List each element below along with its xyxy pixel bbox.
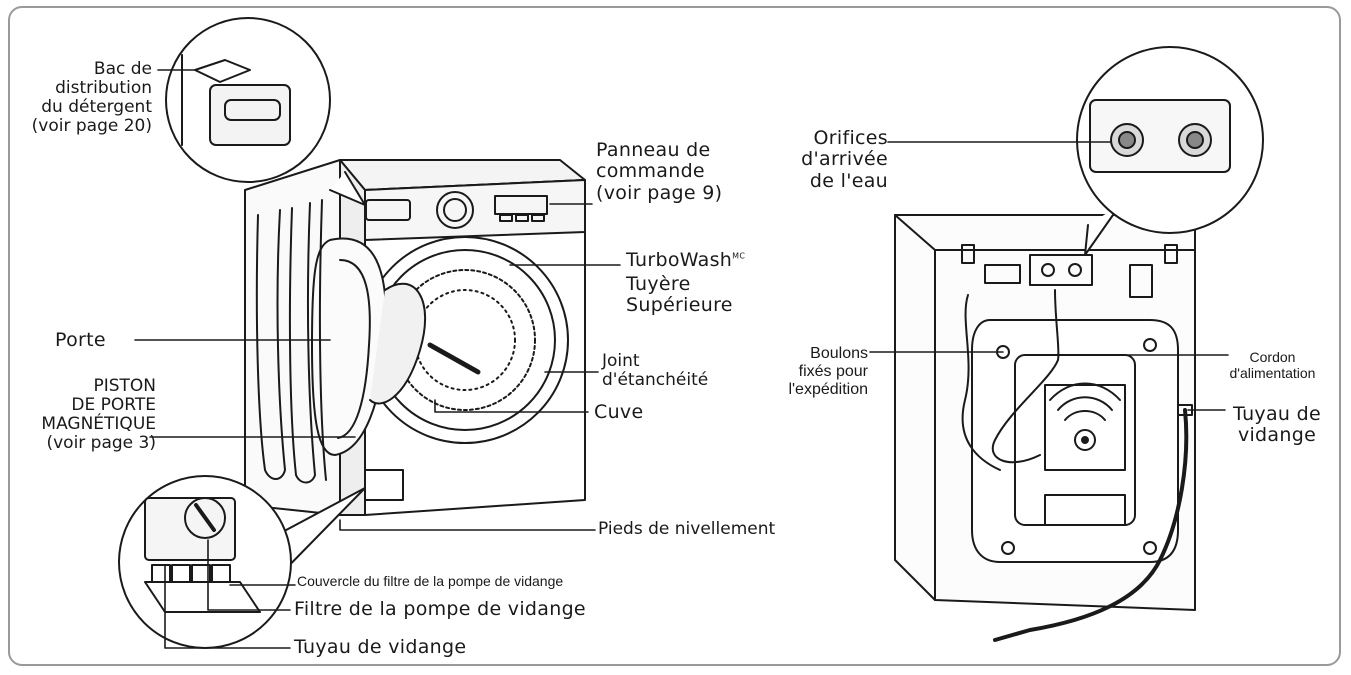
detergent-callout <box>165 17 366 206</box>
water-inlet-panel <box>1029 254 1093 286</box>
label-magnetic-piston: PISTON DE PORTE MAGNÉTIQUE (voir page 3) <box>41 376 156 454</box>
label-turbowash: TurboWashMC <box>626 249 786 271</box>
label-turbowash-text: TurboWash <box>626 249 733 271</box>
power-cord <box>991 289 1060 464</box>
front-washer <box>244 159 586 516</box>
label-drain-filter: Filtre de la pompe de vidange <box>294 598 586 620</box>
label-drain-hose-front: Tuyau de vidange <box>294 636 467 658</box>
label-water-inlets: Orifices d'arrivée de l'eau <box>801 127 888 192</box>
label-seal: Joint d'étanchéité <box>602 351 709 391</box>
front-leader-lines <box>134 69 621 649</box>
drain-filter-knob <box>184 497 226 539</box>
detergent-drawer-handle <box>365 199 411 221</box>
inlet-callout <box>1076 46 1264 256</box>
label-tuyere: Tuyère Supérieure <box>626 273 733 317</box>
label-turbowash-mark: MC <box>732 251 746 261</box>
label-control-panel: Panneau de commande (voir page 9) <box>596 139 723 204</box>
label-filter-cover: Couvercle du filtre de la pompe de vidan… <box>297 573 564 589</box>
drain-hose <box>993 408 1189 642</box>
label-power-cord: Cordon d'alimentation <box>1229 349 1316 381</box>
filter-cover <box>364 469 404 501</box>
hinge-left <box>961 244 975 264</box>
diagram-frame <box>8 6 1341 666</box>
program-knob <box>436 191 474 229</box>
label-drum: Cuve <box>594 401 644 423</box>
label-shipping-bolts: Boulons fixés pour l'expédition <box>788 345 868 398</box>
drain-filter-callout <box>118 475 366 649</box>
hinge-right <box>1164 244 1178 264</box>
label-leveling-feet: Pieds de nivellement <box>598 519 776 539</box>
label-drain-hose-back: Tuyau de vidange <box>1233 403 1321 447</box>
label-detergent-drawer: Bac de distribution du détergent (voir p… <box>31 59 152 137</box>
back-leader-lines <box>869 141 1229 411</box>
label-door: Porte <box>55 329 106 351</box>
back-washer <box>894 214 1196 642</box>
